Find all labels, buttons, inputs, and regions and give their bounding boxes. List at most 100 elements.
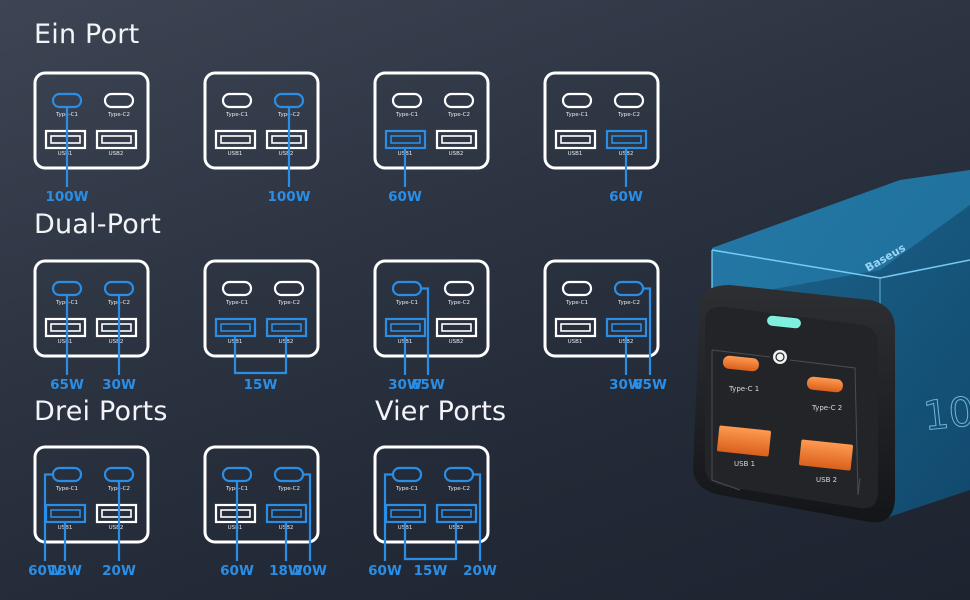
wattage-label: 60W bbox=[388, 189, 422, 205]
wattage-label: 100W bbox=[267, 189, 310, 205]
output-connector bbox=[233, 336, 288, 375]
config-box bbox=[203, 445, 320, 544]
port-c1-label: Type-C1 bbox=[395, 300, 418, 306]
port-u1-icon bbox=[214, 129, 257, 150]
port-u2-slot bbox=[271, 323, 302, 332]
port-u2-icon bbox=[605, 317, 648, 338]
product-port-usb1 bbox=[716, 425, 772, 457]
port-u1-icon bbox=[214, 317, 257, 338]
port-c2-label: Type-C2 bbox=[447, 486, 470, 492]
port-c1-label: Type-C1 bbox=[395, 486, 418, 492]
port-u2-slot bbox=[101, 135, 132, 144]
port-u2-icon bbox=[265, 317, 308, 338]
port-u2-label: USB2 bbox=[109, 339, 124, 345]
charge-logo-icon bbox=[773, 350, 787, 364]
port-u2-label: USB2 bbox=[109, 151, 124, 157]
output-connector bbox=[643, 287, 652, 375]
section-title-ein-port: Ein Port bbox=[34, 19, 140, 50]
port-u1-icon bbox=[384, 317, 427, 338]
port-c2-icon bbox=[613, 92, 645, 109]
port-c2-label: Type-C2 bbox=[107, 112, 130, 118]
port-c2-icon bbox=[273, 92, 305, 109]
wattage-label: 60W bbox=[609, 189, 643, 205]
port-c1-icon bbox=[51, 466, 83, 483]
wattage-label: 65W bbox=[50, 377, 84, 393]
wattage-label: 30W bbox=[102, 377, 136, 393]
port-c1-icon bbox=[221, 466, 253, 483]
port-u2-icon bbox=[95, 503, 138, 524]
wattage-label: 60W bbox=[220, 563, 254, 579]
config-box bbox=[373, 445, 490, 544]
wattage-label: 18W bbox=[269, 563, 303, 579]
port-c2-icon bbox=[273, 280, 305, 297]
port-u1-label: USB1 bbox=[228, 525, 243, 531]
config-box bbox=[33, 71, 150, 170]
port-u1-slot bbox=[560, 323, 591, 332]
config-box bbox=[373, 71, 490, 170]
config-box bbox=[33, 445, 150, 544]
port-u1-icon bbox=[44, 503, 87, 524]
output-connector bbox=[43, 473, 53, 561]
product-label-typec2: Type-C 2 bbox=[811, 404, 842, 412]
port-u2-slot bbox=[271, 509, 302, 518]
config-box bbox=[543, 71, 660, 170]
port-c1-label: Type-C1 bbox=[225, 112, 248, 118]
port-u1-icon bbox=[44, 129, 87, 150]
wattage-label: 20W bbox=[293, 563, 327, 579]
output-connector bbox=[403, 522, 458, 561]
port-u1-slot bbox=[390, 135, 421, 144]
wattage-label: 30W bbox=[388, 377, 422, 393]
port-u2-icon bbox=[265, 129, 308, 150]
port-c2-icon bbox=[613, 280, 645, 297]
wattage-label: 65W bbox=[633, 377, 667, 393]
charger-body: Type-C 1 Type-C 2 USB 1 USB 2 bbox=[693, 285, 895, 523]
output-connector bbox=[421, 287, 430, 375]
output-connector bbox=[383, 473, 393, 561]
port-u2-slot bbox=[611, 135, 642, 144]
port-c1-icon bbox=[561, 92, 593, 109]
port-c1-label: Type-C1 bbox=[395, 112, 418, 118]
port-u2-label: USB2 bbox=[109, 525, 124, 531]
port-u2-slot bbox=[441, 509, 472, 518]
config-box bbox=[543, 259, 660, 358]
port-c1-icon bbox=[391, 466, 423, 483]
port-c1-icon bbox=[391, 92, 423, 109]
wattage-side-text: 100 bbox=[921, 386, 970, 440]
port-c2-icon bbox=[103, 280, 135, 297]
wattage-label: 65W bbox=[411, 377, 445, 393]
port-u1-icon bbox=[384, 129, 427, 150]
port-c1-icon bbox=[51, 92, 83, 109]
port-u1-icon bbox=[44, 317, 87, 338]
product-label-usb2: USB 2 bbox=[816, 476, 837, 484]
wattage-label: 20W bbox=[463, 563, 497, 579]
port-u2-label: USB2 bbox=[279, 151, 294, 157]
port-c2-label: Type-C2 bbox=[277, 486, 300, 492]
config-box bbox=[203, 71, 320, 170]
output-connector bbox=[303, 473, 312, 561]
port-c1-icon bbox=[561, 280, 593, 297]
port-u1-label: USB1 bbox=[58, 339, 73, 345]
product-port-typec2 bbox=[806, 376, 843, 393]
port-u2-icon bbox=[435, 129, 478, 150]
port-u1-slot bbox=[220, 509, 251, 518]
product-label-usb1: USB 1 bbox=[734, 460, 755, 468]
wattage-label: 60W bbox=[28, 563, 62, 579]
port-c1-icon bbox=[221, 280, 253, 297]
port-c1-label: Type-C1 bbox=[225, 300, 248, 306]
section-title-vier-ports: Vier Ports bbox=[375, 396, 507, 427]
port-u1-icon bbox=[554, 129, 597, 150]
port-u2-icon bbox=[435, 317, 478, 338]
port-c2-icon bbox=[443, 92, 475, 109]
wattage-label: 20W bbox=[102, 563, 136, 579]
port-c1-icon bbox=[51, 280, 83, 297]
port-u2-icon bbox=[605, 129, 648, 150]
wattage-label: 30W bbox=[609, 377, 643, 393]
config-box bbox=[203, 259, 320, 358]
port-u2-slot bbox=[441, 323, 472, 332]
port-u2-icon bbox=[95, 129, 138, 150]
port-c2-label: Type-C2 bbox=[277, 300, 300, 306]
port-c2-icon bbox=[103, 466, 135, 483]
port-c2-label: Type-C2 bbox=[617, 112, 640, 118]
